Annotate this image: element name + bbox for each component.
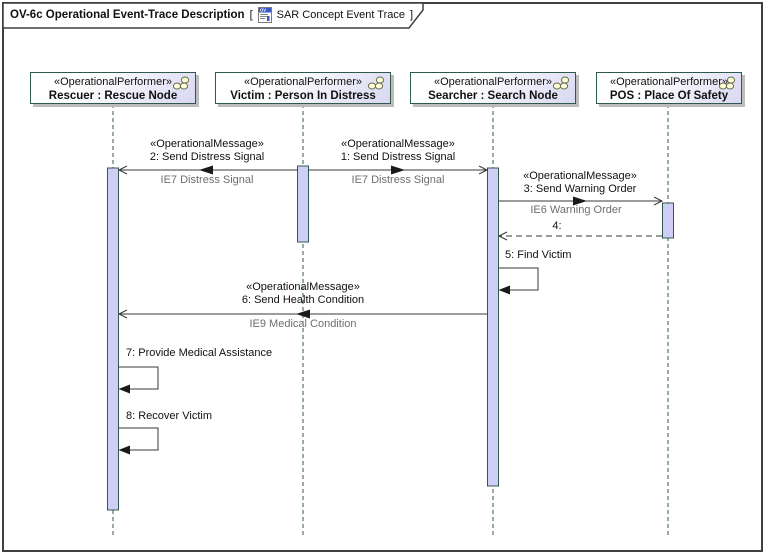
svg-text:OV: OV: [260, 8, 266, 13]
performer-stereotype: «OperationalPerformer»: [53, 76, 172, 88]
message-1-stereotype: «OperationalMessage»: [341, 138, 455, 150]
message-6-label[interactable]: 6: Send Health Condition: [241, 294, 365, 306]
info-flow-arrowhead-icon: [296, 309, 310, 319]
open-arrowhead-icon: [117, 309, 128, 319]
bracket-open: [: [249, 9, 253, 21]
open-arrowhead-icon: [117, 165, 128, 175]
message-6-stereotype: «OperationalMessage»: [246, 281, 360, 293]
performer-icon: [552, 76, 570, 90]
performer-box-searcher[interactable]: «OperationalPerformer» Searcher : Search…: [410, 72, 576, 104]
performer-stereotype: «OperationalPerformer»: [243, 76, 362, 88]
message-8-label[interactable]: 8: Recover Victim: [126, 410, 212, 422]
message-2-stereotype: «OperationalMessage»: [150, 138, 264, 150]
performer-box-victim[interactable]: «OperationalPerformer» Victim : Person I…: [215, 72, 391, 104]
message-7-line[interactable]: [118, 366, 159, 390]
filled-arrowhead-icon: [118, 445, 130, 455]
message-5-label[interactable]: 5: Find Victim: [505, 249, 572, 261]
performer-stereotype: «OperationalPerformer»: [433, 76, 552, 88]
filled-arrowhead-icon: [118, 384, 130, 394]
message-1-label[interactable]: 1: Send Distress Signal: [340, 151, 456, 163]
performer-box-rescuer[interactable]: «OperationalPerformer» Rescuer : Rescue …: [30, 72, 196, 104]
message-5-line[interactable]: [498, 267, 539, 291]
open-arrowhead-icon: [478, 165, 489, 175]
performer-box-pos[interactable]: «OperationalPerformer» POS : Place Of Sa…: [596, 72, 742, 104]
message-4-label[interactable]: 4:: [552, 220, 562, 232]
message-7-label[interactable]: 7: Provide Medical Assistance: [126, 347, 273, 359]
diagram-context-name: SAR Concept Event Trace: [276, 9, 406, 21]
ov6c-diagram-icon: OV: [257, 7, 272, 23]
activation-pos[interactable]: [662, 202, 674, 239]
performer-name: POS : Place Of Safety: [609, 90, 729, 102]
activation-victim[interactable]: [297, 165, 309, 243]
info-flow-arrowhead-icon: [573, 196, 587, 206]
activation-rescuer[interactable]: [107, 167, 119, 511]
bracket-close: ]: [410, 9, 414, 21]
open-arrowhead-icon: [497, 231, 508, 241]
message-3-infoflow: IE6 Warning Order: [530, 204, 622, 216]
message-3-stereotype: «OperationalMessage»: [523, 170, 637, 182]
performer-name: Victim : Person In Distress: [230, 90, 376, 102]
diagram-title: OV-6c Operational Event-Trace Descriptio…: [10, 9, 245, 21]
message-6-infoflow: IE9 Medical Condition: [249, 318, 357, 330]
message-8-line[interactable]: [118, 427, 159, 451]
filled-arrowhead-icon: [498, 285, 510, 295]
activation-searcher[interactable]: [487, 167, 499, 487]
info-flow-arrowhead-icon: [199, 165, 213, 175]
performer-icon: [718, 76, 736, 90]
message-3-label[interactable]: 3: Send Warning Order: [523, 183, 637, 195]
performer-stereotype: «OperationalPerformer»: [609, 76, 728, 88]
frame-tab: OV-6c Operational Event-Trace Descriptio…: [10, 7, 413, 23]
frame-tab-shape: [2, 2, 424, 29]
performer-name: Searcher : Search Node: [428, 90, 558, 102]
message-2-label[interactable]: 2: Send Distress Signal: [149, 151, 265, 163]
message-2-infoflow: IE7 Distress Signal: [160, 174, 254, 186]
performer-icon: [367, 76, 385, 90]
message-1-infoflow: IE7 Distress Signal: [351, 174, 445, 186]
performer-name: Rescuer : Rescue Node: [48, 90, 178, 102]
info-flow-arrowhead-icon: [391, 165, 405, 175]
open-arrowhead-icon: [653, 196, 664, 206]
performer-icon: [172, 76, 190, 90]
